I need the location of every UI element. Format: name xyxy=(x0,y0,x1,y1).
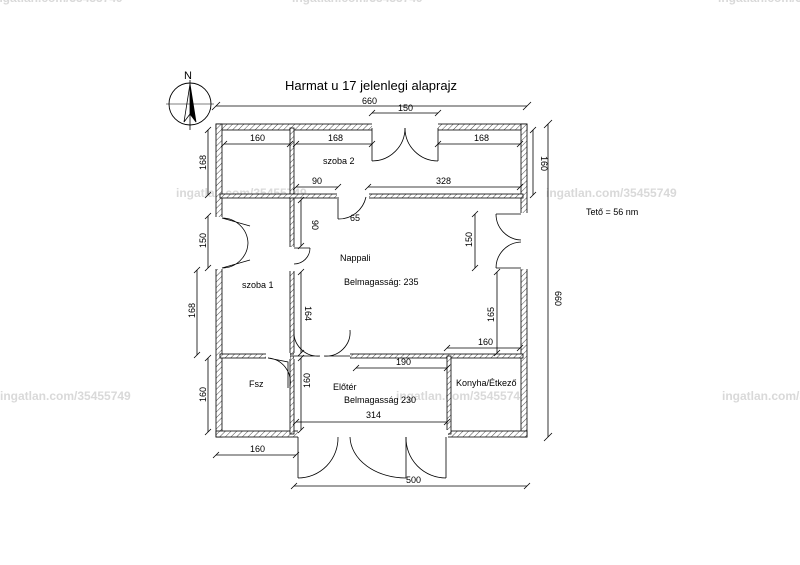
dim-szoba2-328: 328 xyxy=(436,176,451,186)
dim-szoba2-160: 160 xyxy=(250,133,265,143)
dim-right-160: 160 xyxy=(539,156,549,171)
dim-eloter-160: 160 xyxy=(302,373,312,388)
dim-nappali-65: 65 xyxy=(350,213,360,223)
watermark-upper-right: ingatlan.com/35455749 xyxy=(546,186,677,200)
dim-eloter-314: 314 xyxy=(366,410,381,420)
dimension-lines xyxy=(193,101,553,490)
dim-nappali-90: 90 xyxy=(310,220,320,230)
dim-szoba2-168-left: 168 xyxy=(328,133,343,143)
dim-nappali-150: 150 xyxy=(464,232,474,247)
dim-right-660: 660 xyxy=(553,291,563,306)
wall-openings xyxy=(215,123,528,438)
room-label-eloter: Előtér xyxy=(333,382,357,392)
room-label-szoba-1: szoba 1 xyxy=(242,280,274,290)
dim-left-168-mid: 168 xyxy=(187,303,197,318)
dim-top-660: 660 xyxy=(362,96,377,106)
dim-top-150: 150 xyxy=(398,103,413,113)
watermark-top-center: ingatlan.com/35455749 xyxy=(292,0,423,5)
plan-title: Harmat u 17 jelenlegi alaprajz xyxy=(285,78,457,93)
compass-north-letter: N xyxy=(184,70,192,82)
room-label-nappali: Nappali xyxy=(340,253,371,263)
room-height-nappali: Belmagasság: 235 xyxy=(344,277,419,287)
watermark-middle-right: ingatlan.com/35455749 xyxy=(722,389,800,403)
dim-eloter-190: 190 xyxy=(396,357,411,367)
dim-nappali-160: 160 xyxy=(478,337,493,347)
dim-szoba2-168-right: 168 xyxy=(474,133,489,143)
watermarks: ingatlan.com/35455749 ingatlan.com/35455… xyxy=(0,0,800,403)
watermark-top-left: ingatlan.com/35455749 xyxy=(0,0,123,5)
room-label-konyha: Konyha/Étkező xyxy=(456,378,517,388)
watermark-middle-left: ingatlan.com/35455749 xyxy=(0,389,131,403)
dim-left-150: 150 xyxy=(198,233,208,248)
dim-bottom-500: 500 xyxy=(406,475,421,485)
room-label-fsz: Fsz xyxy=(249,379,264,389)
room-label-szoba-2: szoba 2 xyxy=(323,156,355,166)
dim-bottom-160: 160 xyxy=(250,444,265,454)
walls xyxy=(215,123,528,438)
watermark-middle-center: ingatlan.com/35455749 xyxy=(396,389,527,403)
dim-nappali-165: 165 xyxy=(486,307,496,322)
roof-area-note: Tető = 56 nm xyxy=(586,207,638,217)
room-height-eloter: Belmagasság 230 xyxy=(344,395,416,405)
dim-nappali-164: 164 xyxy=(303,306,313,321)
dim-szoba2-90: 90 xyxy=(312,176,322,186)
doors xyxy=(221,127,522,479)
dim-left-160-bottom: 160 xyxy=(198,387,208,402)
watermark-top-right: ingatlan.com/35455749 xyxy=(718,0,800,5)
compass-icon xyxy=(166,80,214,130)
dim-left-168-top: 168 xyxy=(198,155,208,170)
